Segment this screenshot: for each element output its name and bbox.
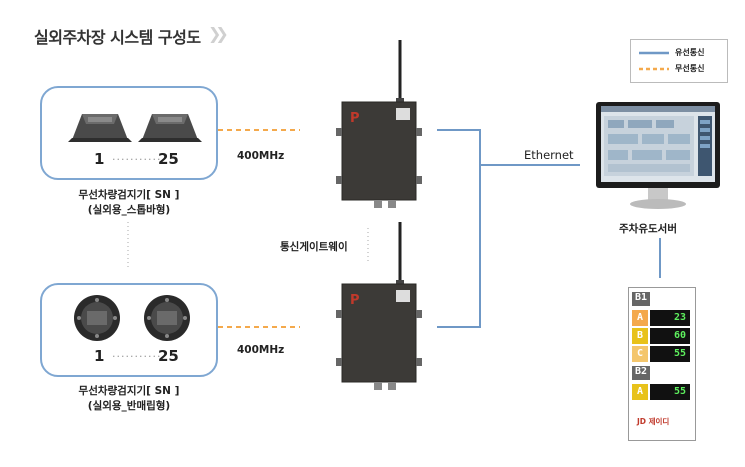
sensor-group-bottom: 1 ··········· 25 <box>40 283 218 377</box>
legend-wired-label: 유선통신 <box>675 48 705 57</box>
sensor-caption-bottom: 무선차량검지기[ SN ] (실외용_반매립형) <box>40 384 218 414</box>
page-title: 실외주차장 시스템 구성도 <box>34 28 201 47</box>
gateway-icon: P <box>336 40 422 208</box>
frequency-label: 400MHz <box>237 344 285 356</box>
zone-count: 60 <box>650 328 690 344</box>
range-end: 25 <box>158 150 179 168</box>
ethernet-label: Ethernet <box>524 148 574 162</box>
zone-count: 55 <box>650 384 690 400</box>
zone-label: B <box>632 328 648 344</box>
sensor-group-top: 1 ··········· 25 <box>40 86 218 180</box>
range-start: 1 <box>94 150 105 168</box>
floor-label: B1 <box>632 292 650 306</box>
company-logo: JD 제이디 <box>637 417 670 426</box>
server-monitor-icon <box>596 102 720 209</box>
svg-text:P: P <box>350 111 360 126</box>
caption-line: 무선차량검지기[ SN ] <box>78 189 180 201</box>
svg-text:P: P <box>350 293 360 308</box>
caption-line: (실외용_반매립형) <box>87 400 171 412</box>
puck-sensor-icon <box>144 295 190 341</box>
caption-line: (실외용_스톱바형) <box>87 204 171 216</box>
range-start: 1 <box>94 347 105 365</box>
zone-label: C <box>632 346 648 362</box>
wired-link-gateway-top <box>437 129 481 165</box>
gateway-icon: P <box>336 222 422 390</box>
frequency-label: 400MHz <box>237 150 285 162</box>
stopbar-sensor-icon <box>68 114 132 142</box>
legend: 유선통신 무선통신 <box>630 39 728 83</box>
legend-wireless-label: 무선통신 <box>675 64 705 73</box>
range-dots: ··········· <box>112 350 162 363</box>
wireless-legend-line <box>639 67 669 71</box>
sensor-caption-top: 무선차량검지기[ SN ] (실외용_스톱바형) <box>40 188 218 218</box>
zone-count: 55 <box>650 346 690 362</box>
zone-label: A <box>632 310 648 326</box>
zone-label: A <box>632 384 648 400</box>
range-dots: ··········· <box>112 153 162 166</box>
gateway-label: 통신게이트웨이 <box>280 241 348 253</box>
range-end: 25 <box>158 347 179 365</box>
zone-count: 23 <box>650 310 690 326</box>
floor-label: B2 <box>632 366 650 380</box>
caption-line: 무선차량검지기[ SN ] <box>78 385 180 397</box>
wired-legend-line <box>639 51 669 55</box>
server-label: 주차유도서버 <box>619 223 677 235</box>
parking-display-panel: B1 A 23 B 60 C 55 B2 A 55 JD 제이디 <box>628 287 696 441</box>
wired-link-gateway-bottom <box>437 165 481 328</box>
stopbar-sensor-icon <box>138 114 202 142</box>
puck-sensor-icon <box>74 295 120 341</box>
